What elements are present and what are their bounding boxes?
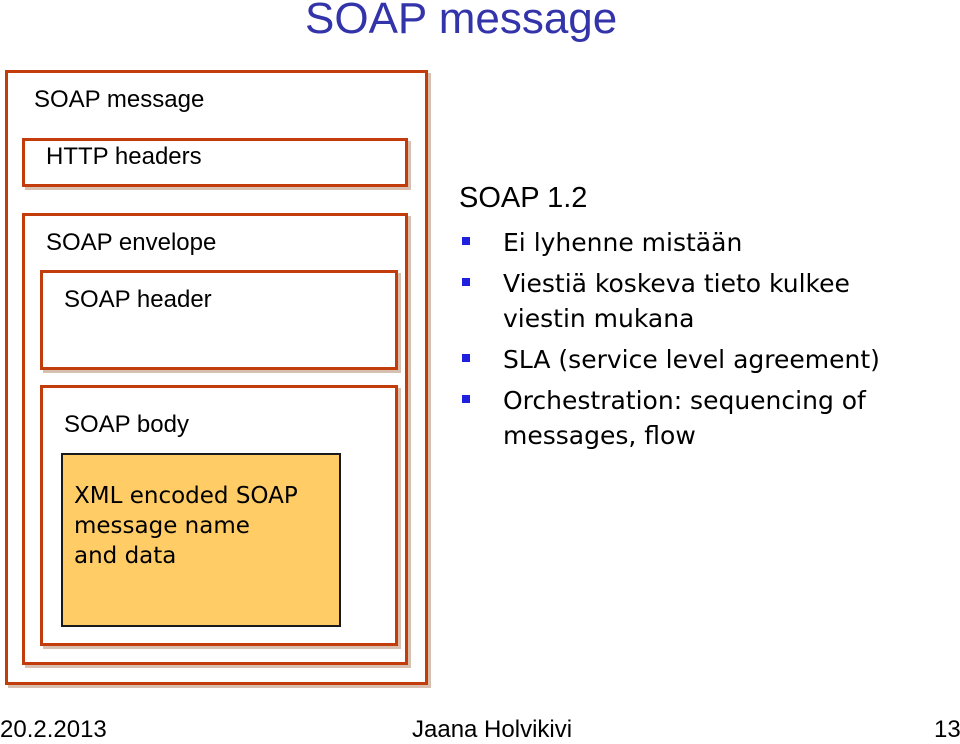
soap-header-label: SOAP header [64,286,212,313]
bullet-item: SLA (service level agreement) [462,342,958,377]
bullet-item: Viestiä koskeva tieto kulkee viestin muk… [462,266,958,336]
bullet-text: Viestiä koskeva tieto kulkee [503,269,850,298]
bullet-text: Ei lyhenne mistään [503,228,743,257]
soap-envelope-label: SOAP envelope [46,229,217,256]
xml-payload-text: XML encoded SOAP message name and data [74,481,298,571]
square-bullet-icon [462,354,470,362]
bullet-text: messages, flow [503,421,696,450]
footer-page-number: 13 [934,716,960,743]
slide-title: SOAP message [305,0,618,43]
footer-date: 20.2.2013 [0,716,107,743]
xml-payload-box: XML encoded SOAP message name and data [61,453,341,627]
bullet-item: Ei lyhenne mistään [462,225,958,260]
bullet-list: Ei lyhenne mistään Viestiä koskeva tieto… [462,225,958,459]
footer-author: Jaana Holvikivi [412,716,573,743]
bullet-text: Orchestration: sequencing of [503,386,866,415]
xml-payload-line: and data [74,543,177,569]
square-bullet-icon [462,278,470,286]
soap-version-heading: SOAP 1.2 [459,182,588,214]
bullet-item: Orchestration: sequencing of messages, f… [462,383,958,453]
xml-payload-line: XML encoded SOAP [74,483,298,509]
square-bullet-icon [462,395,470,403]
xml-payload-line: message name [74,513,250,539]
soap-message-label: SOAP message [34,86,205,113]
http-headers-label: HTTP headers [46,143,202,170]
soap-header-box [40,270,398,370]
bullet-text: viestin mukana [503,304,695,333]
square-bullet-icon [462,237,470,245]
soap-body-label: SOAP body [64,411,189,438]
http-headers-box [22,138,408,187]
bullet-text: SLA (service level agreement) [503,345,880,374]
